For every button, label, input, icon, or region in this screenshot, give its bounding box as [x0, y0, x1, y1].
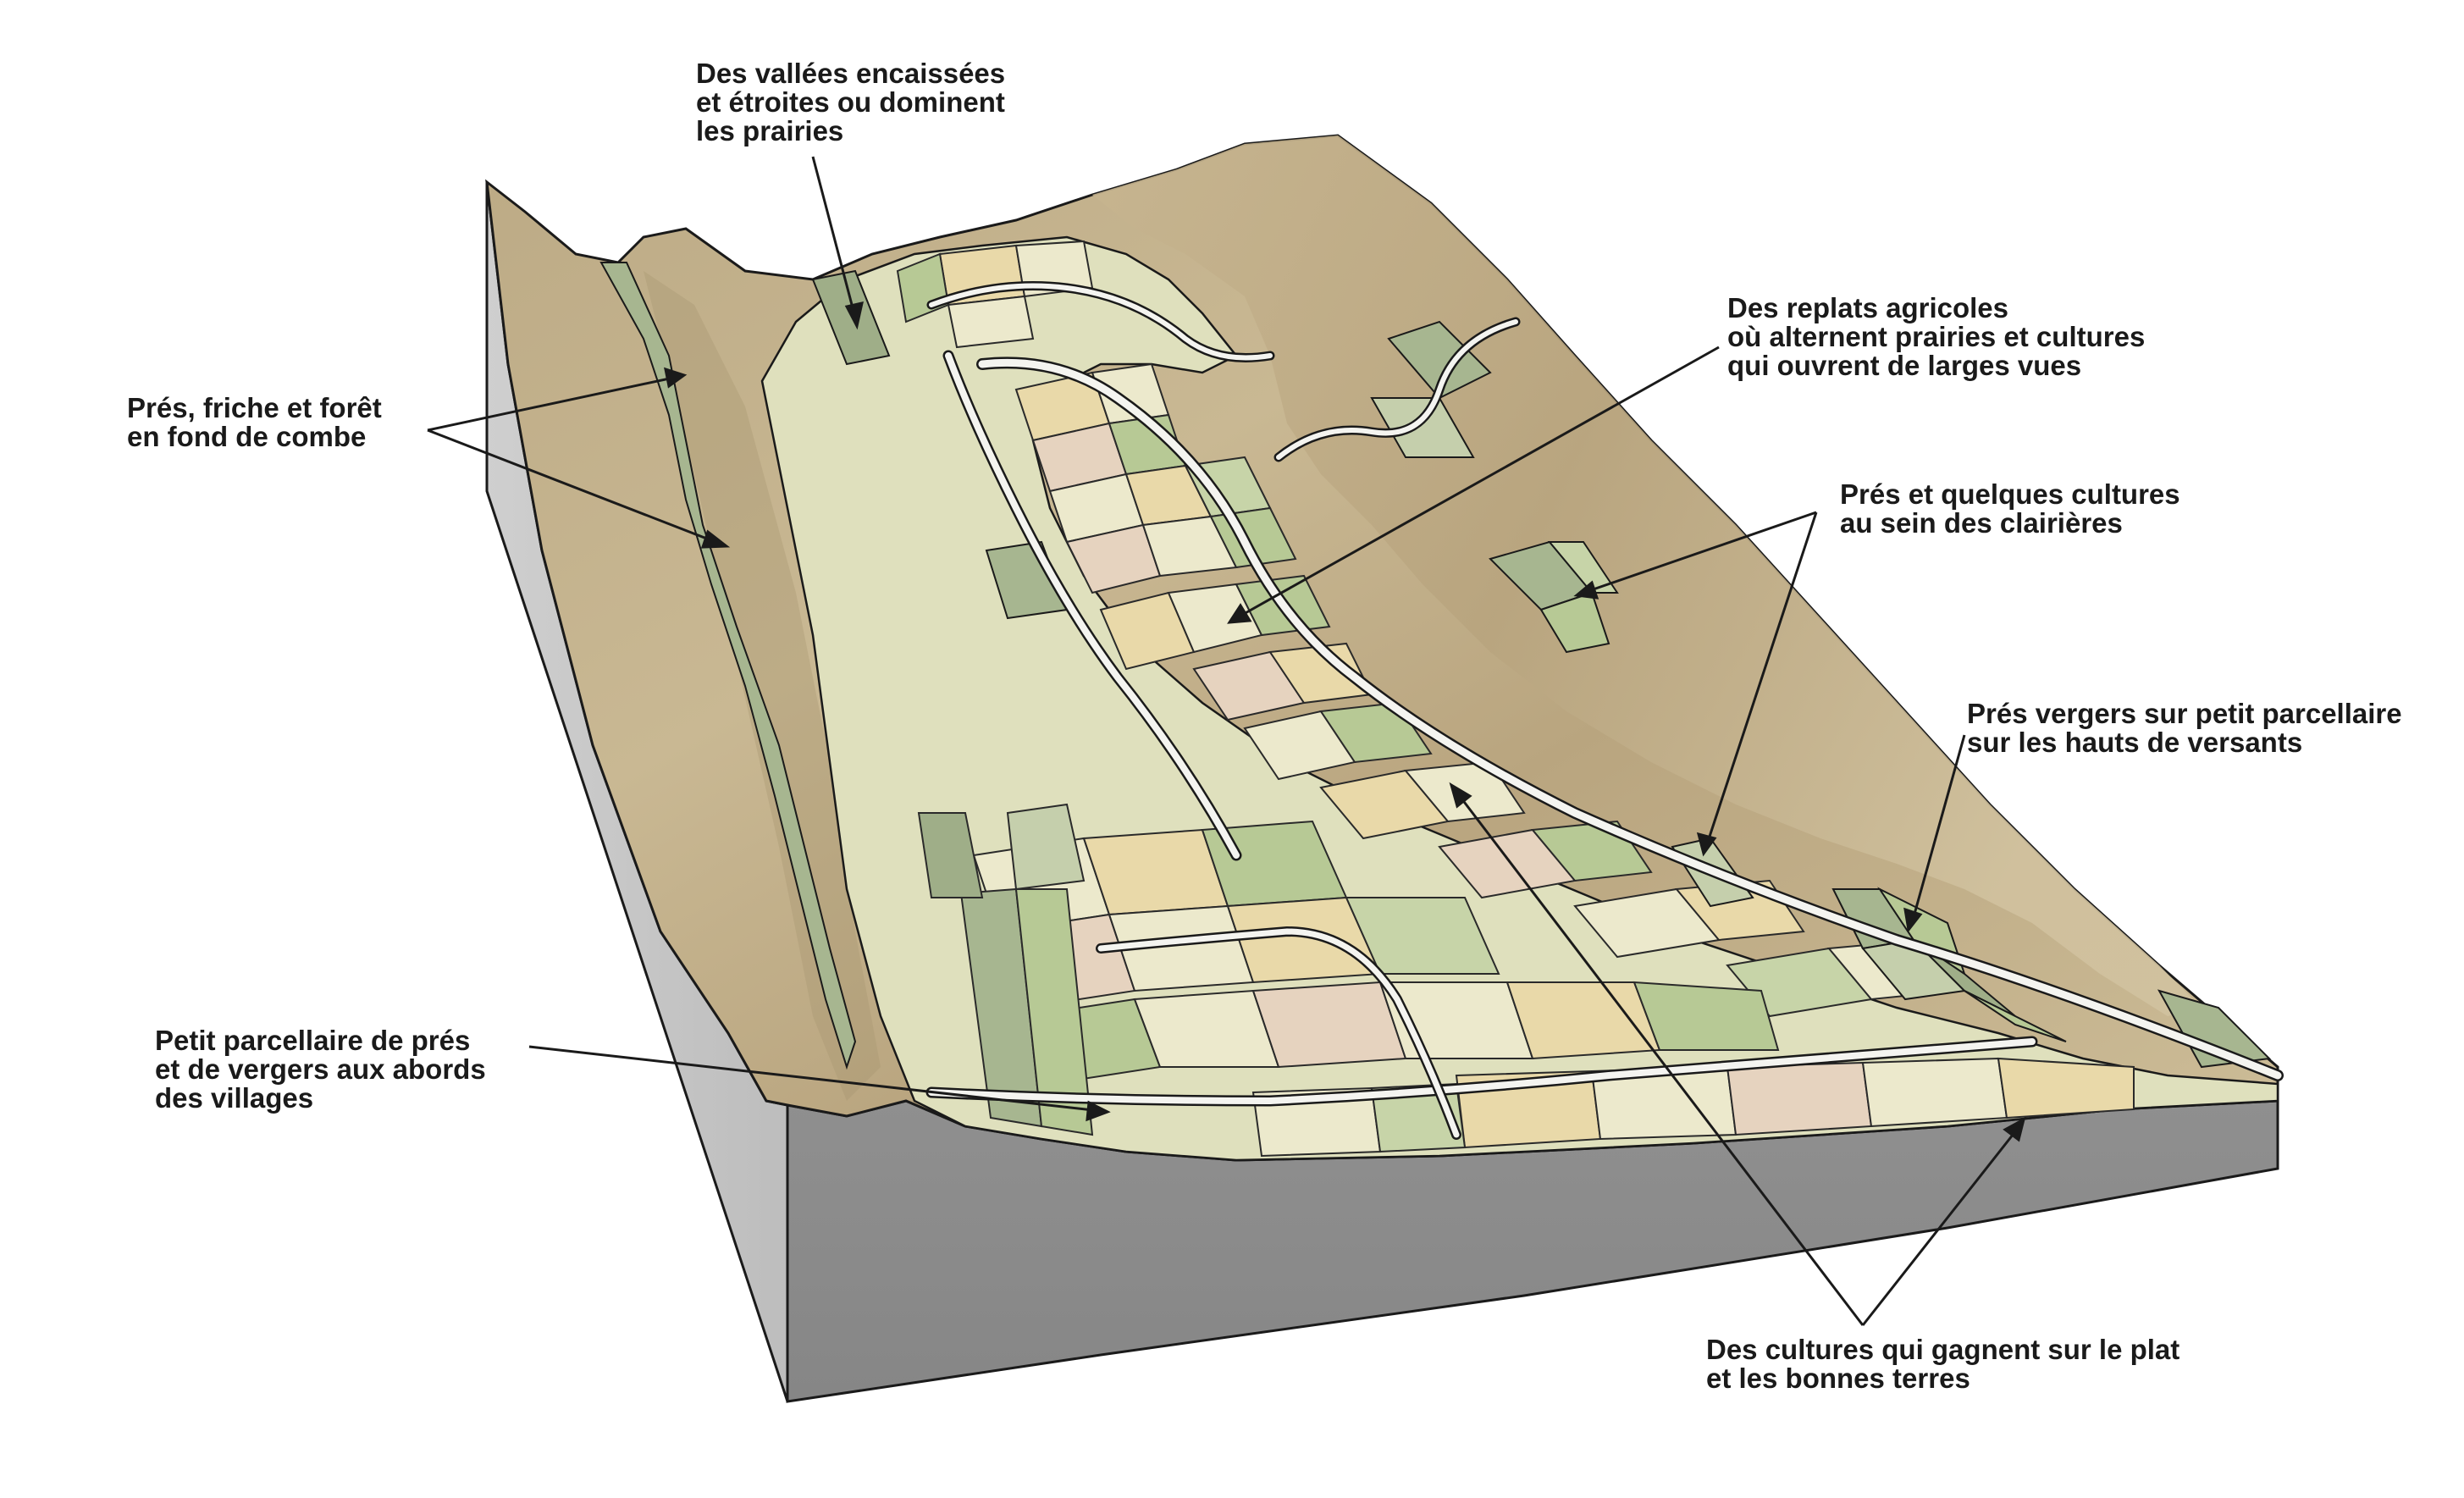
leader-clairieres-1 — [1583, 511, 1817, 594]
annotation-combe: Prés, friche et forêt en fond de combe — [127, 394, 382, 451]
leader-combe-2 — [427, 428, 721, 545]
field-parcels — [896, 240, 2135, 1158]
annotation-cultures: Des cultures qui gagnent sur le plat et … — [1706, 1335, 2179, 1393]
arrow-cultures-2 — [2003, 1117, 2026, 1142]
annotation-cultures-line-2: et les bonnes terres — [1706, 1363, 1970, 1394]
annotation-replats-line-1: Des replats agricoles — [1727, 292, 2008, 323]
arrow-vergers — [1903, 907, 1923, 933]
annotation-valleys: Des vallées encaissées et étroites ou do… — [696, 59, 1005, 146]
annotation-vergers-line-1: Prés vergers sur petit parcellaire — [1967, 698, 2402, 729]
annotation-replats: Des replats agricoles où alternent prair… — [1727, 294, 2145, 380]
right-slope — [1092, 135, 2202, 1016]
annotation-villages-line-3: des villages — [155, 1082, 314, 1114]
annotation-villages: Petit parcellaire de prés et de vergers … — [155, 1026, 486, 1113]
annotation-replats-line-3: qui ouvrent de larges vues — [1727, 350, 2082, 381]
annotation-combe-line-1: Prés, friche et forêt — [127, 392, 382, 423]
annotation-valleys-line-3: les prairies — [696, 115, 844, 146]
annotation-villages-line-1: Petit parcellaire de prés — [155, 1025, 471, 1056]
annotation-replats-line-2: où alternent prairies et cultures — [1727, 321, 2146, 352]
arrow-clairieres-1 — [1573, 580, 1599, 600]
leader-cultures-2 — [1861, 1125, 2021, 1326]
annotation-valleys-line-2: et étroites ou dominent — [696, 86, 1005, 118]
leader-replats — [1235, 345, 1720, 620]
roads — [925, 281, 2284, 1140]
arrow-clairieres-2 — [1696, 832, 1717, 857]
annotation-clairieres-line-1: Prés et quelques cultures — [1840, 478, 2180, 510]
leader-vergers — [1910, 734, 1966, 924]
combe-shadow — [644, 271, 881, 1101]
annotation-valleys-line-1: Des vallées encaissées — [696, 58, 1006, 89]
combe-meadow-strip — [599, 262, 857, 1070]
annotation-combe-line-2: en fond de combe — [127, 421, 367, 452]
leader-valleys — [811, 156, 857, 318]
arrow-combe-1 — [664, 367, 688, 389]
arrow-villages — [1086, 1100, 1111, 1122]
arrow-combe-2 — [700, 529, 731, 549]
valley-meadows — [811, 269, 1492, 620]
annotation-clairieres-line-2: au sein des clairières — [1840, 507, 2123, 539]
annotation-villages-line-2: et de vergers aux abords — [155, 1053, 486, 1085]
leader-lines — [427, 156, 2026, 1326]
arrow-replats — [1227, 603, 1252, 624]
annotation-clairieres: Prés et quelques cultures au sein des cl… — [1840, 480, 2180, 538]
annotation-vergers-line-2: sur les hauts de versants — [1967, 727, 2303, 758]
village-parcels — [917, 803, 1094, 1136]
leader-combe-1 — [427, 375, 678, 432]
annotation-cultures-line-1: Des cultures qui gagnent sur le plat — [1706, 1334, 2180, 1365]
leader-clairieres-2 — [1704, 511, 1818, 848]
arrow-cultures-1 — [1449, 782, 1472, 809]
leader-cultures-1 — [1455, 791, 1865, 1326]
annotation-vergers: Prés vergers sur petit parcellaire sur l… — [1967, 699, 2402, 757]
leader-villages — [528, 1045, 1102, 1113]
arrow-valleys — [844, 301, 864, 330]
